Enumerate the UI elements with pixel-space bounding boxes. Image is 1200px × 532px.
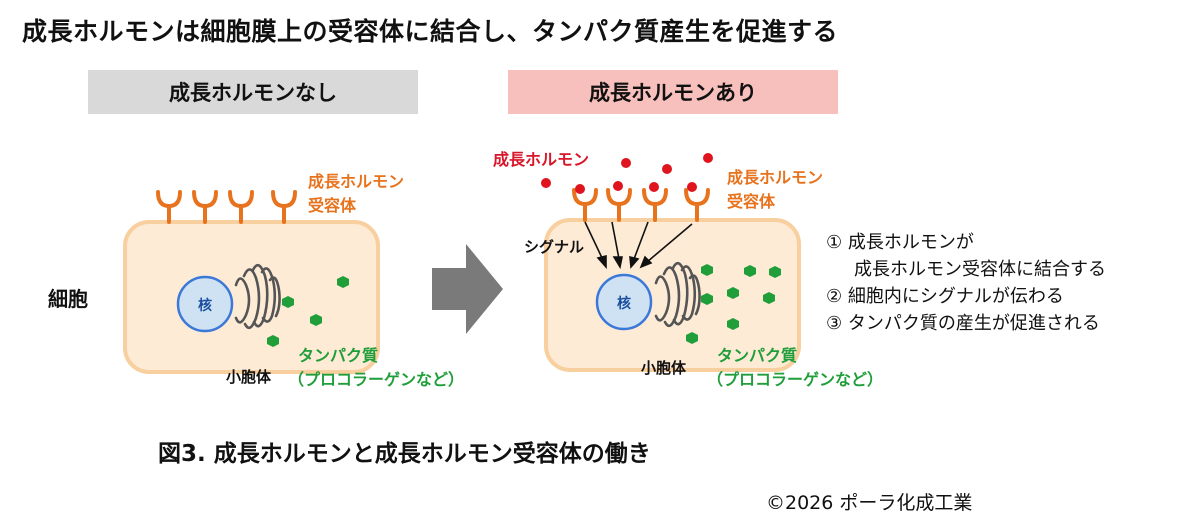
panel-heading-with-hormone: 成長ホルモンあり <box>508 70 838 114</box>
hormone-dot-icon-7 <box>687 182 697 192</box>
left-cell <box>123 190 380 374</box>
step-1: ① 成長ホルモンが <box>826 232 974 253</box>
hormone-dot-icon-8 <box>703 153 713 163</box>
right-receptor-icon-2 <box>606 188 632 222</box>
left-protein-icon-2 <box>282 296 294 308</box>
left-receptor-icon-3 <box>228 190 254 224</box>
right-protein-icon-1 <box>701 264 713 276</box>
step-2: ② 細胞内にシグナルが伝わる <box>826 286 1064 307</box>
hormone-dot-icon-3 <box>613 181 623 191</box>
hormone-label: 成長ホルモン <box>493 150 590 169</box>
left-receptor-label: 成長ホルモン 受容体 <box>308 170 404 218</box>
right-protein-icon-7 <box>727 318 739 330</box>
left-protein-icon-1 <box>337 276 349 288</box>
left-protein-icon-3 <box>310 314 322 326</box>
hormone-dot-icon-4 <box>621 158 631 168</box>
right-protein-icon-3 <box>769 266 781 278</box>
right-endoplasmic-reticulum-icon <box>654 261 701 328</box>
right-organelle-label: 小胞体 <box>641 359 687 377</box>
right-cell-body <box>544 218 801 372</box>
left-receptor-icon-4 <box>271 190 297 224</box>
right-protein-label-line-1: タンパク質 <box>717 346 798 365</box>
left-receptor-icon-2 <box>192 190 218 224</box>
left-organelle-label: 小胞体 <box>226 368 272 386</box>
right-protein-icon-4 <box>701 293 713 305</box>
right-receptor-label: 成長ホルモン 受容体 <box>727 166 823 214</box>
left-receptor-label-line-1: 成長ホルモン <box>308 172 405 191</box>
right-receptor-icon-1 <box>572 188 598 222</box>
left-cell-body <box>123 220 380 374</box>
right-protein-icon-5 <box>727 287 739 299</box>
right-cell <box>541 153 801 372</box>
left-protein-label-line-1: タンパク質 <box>298 346 379 365</box>
panel-heading-without-hormone: 成長ホルモンなし <box>88 70 418 114</box>
right-protein-icon-6 <box>763 292 775 304</box>
signal-arrows-icon <box>584 221 693 270</box>
left-nucleus-label: 核 <box>198 298 212 314</box>
left-endoplasmic-reticulum-icon <box>234 263 281 330</box>
step-1-continued: 成長ホルモン受容体に結合する <box>854 259 1106 280</box>
hormone-dot-icon-6 <box>662 164 672 174</box>
figure-title: 成長ホルモンは細胞膜上の受容体に結合し、タンパク質産生を促進する <box>22 17 839 46</box>
left-nucleus <box>176 275 234 333</box>
left-protein-label: タンパク質 （プロコラーゲンなど） <box>288 344 464 392</box>
figure-caption: 図3. 成長ホルモンと成長ホルモン受容体の働き <box>158 441 651 467</box>
hormone-dot-icon-2 <box>575 184 585 194</box>
hormone-dot-icon-1 <box>541 178 551 188</box>
right-protein-label-line-2: （プロコラーゲンなど） <box>707 370 884 389</box>
right-protein-label: タンパク質 （プロコラーゲンなど） <box>707 344 883 392</box>
left-protein-icon-4 <box>267 335 279 347</box>
left-receptor-icon-1 <box>156 190 182 224</box>
step-3: ③ タンパク質の産生が促進される <box>826 313 1100 334</box>
right-protein-icon-2 <box>744 265 756 277</box>
right-receptor-icon-3 <box>642 188 668 222</box>
right-nucleus-label: 核 <box>617 296 631 312</box>
right-nucleus <box>595 273 653 331</box>
copyright: ©2026 ポーラ化成工業 <box>766 492 973 514</box>
signal-label: シグナル <box>524 238 585 256</box>
cell-label: 細胞 <box>48 287 88 311</box>
right-protein-icon-8 <box>686 332 698 344</box>
left-receptor-label-line-2: 受容体 <box>308 196 357 215</box>
steps-list: ① 成長ホルモンが 成長ホルモン受容体に結合する ② 細胞内にシグナルが伝わる … <box>826 229 1106 337</box>
left-protein-label-line-2: （プロコラーゲンなど） <box>288 370 465 389</box>
hormone-dot-icon-5 <box>649 182 659 192</box>
right-receptor-label-line-1: 成長ホルモン <box>727 168 824 187</box>
right-receptor-label-line-2: 受容体 <box>727 192 776 211</box>
right-receptor-icon-4 <box>684 188 710 222</box>
transition-arrow-icon <box>432 244 503 334</box>
